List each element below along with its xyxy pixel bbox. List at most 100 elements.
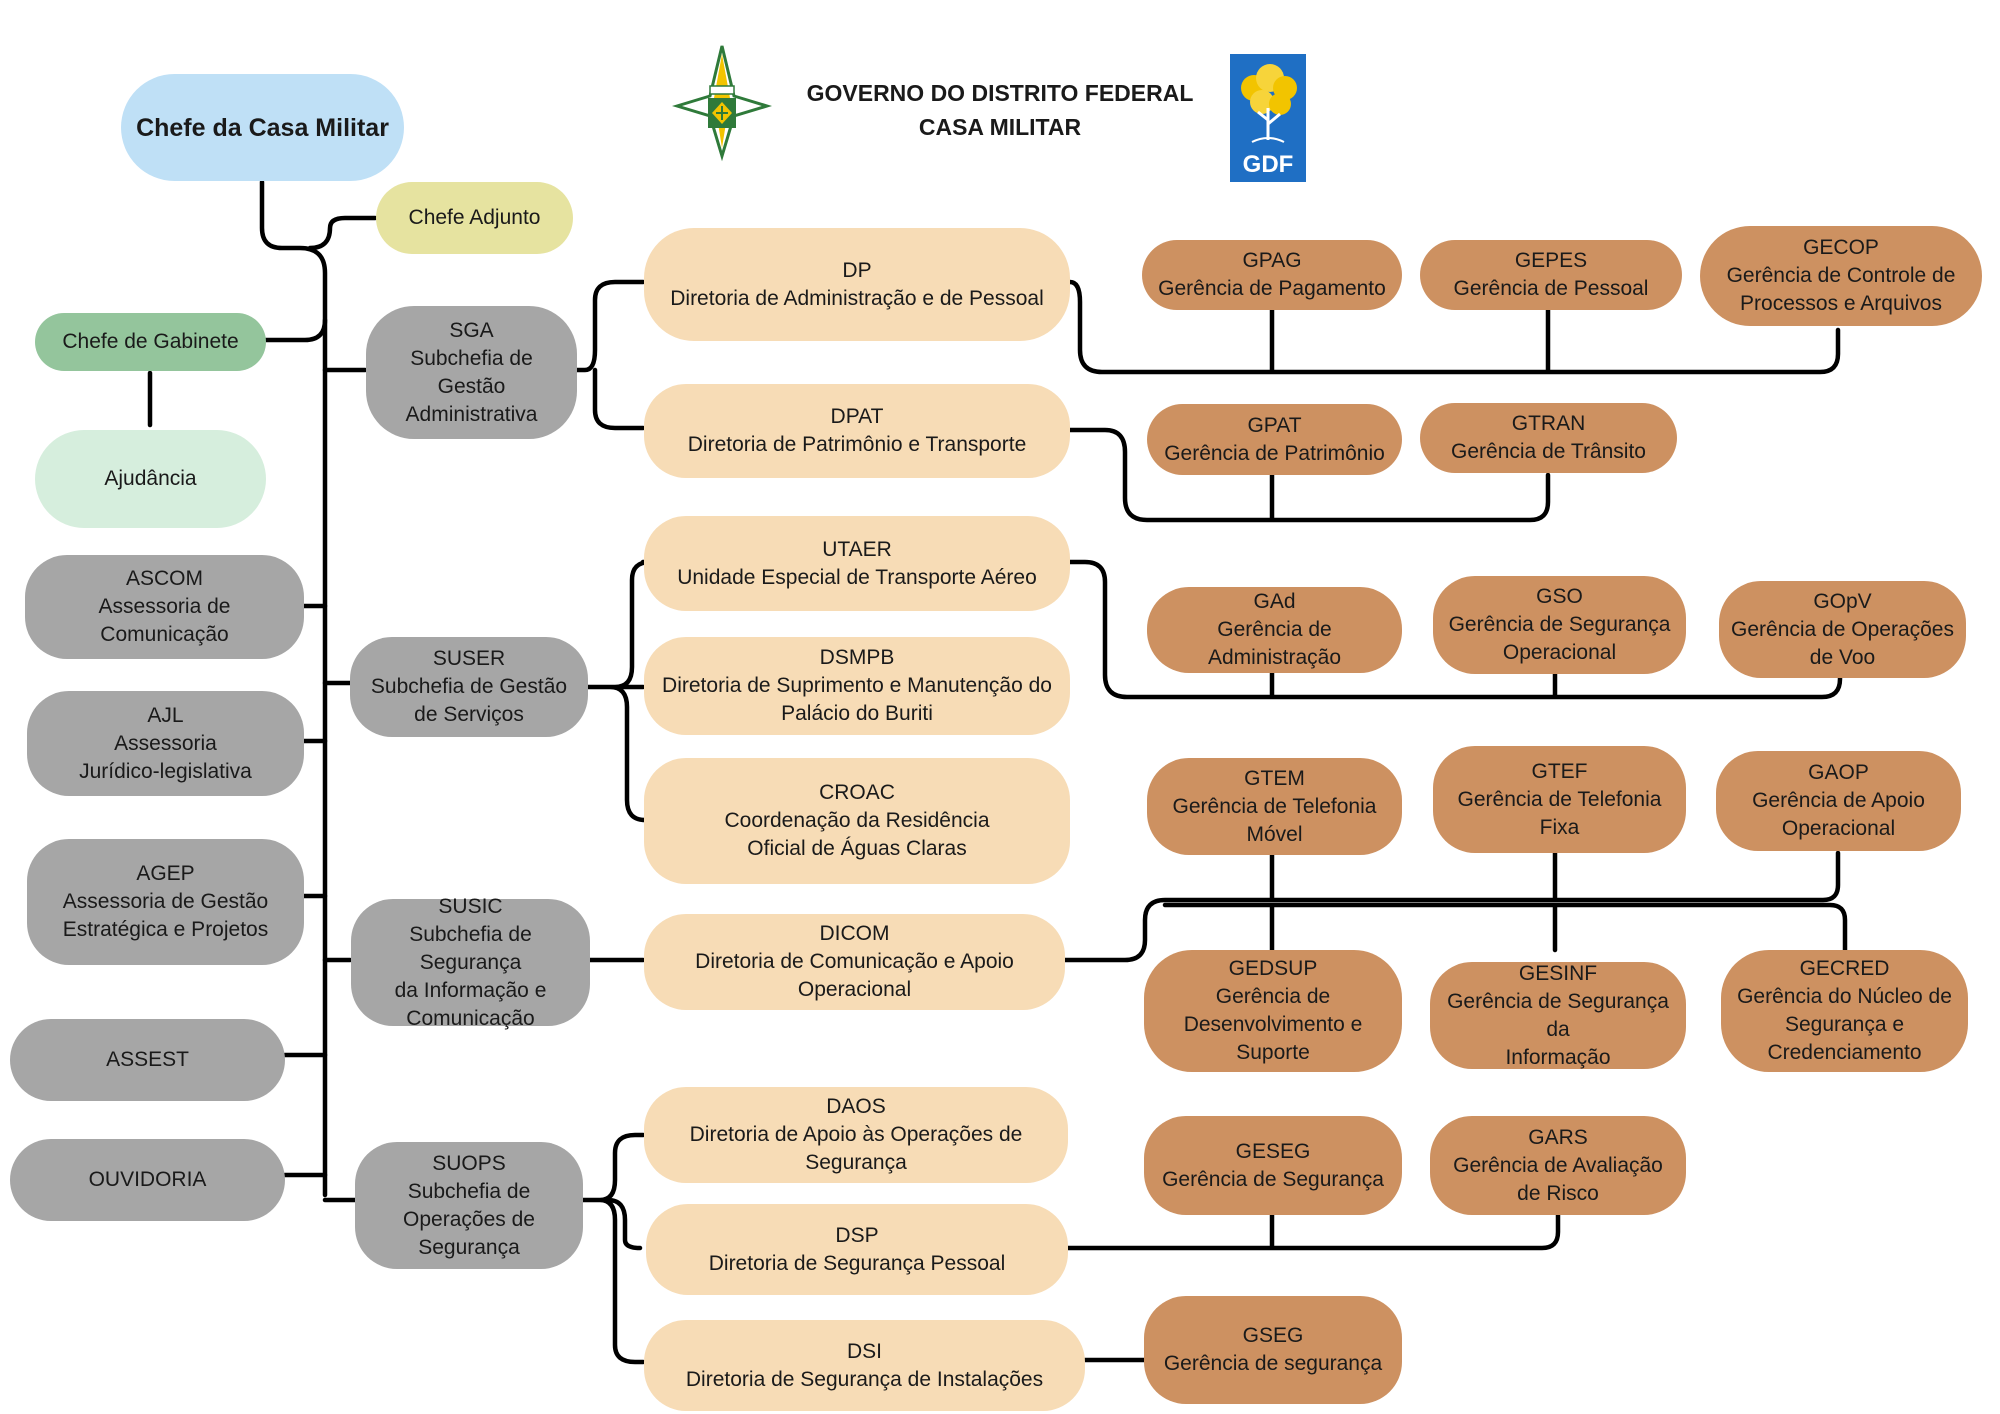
gedsup-name3: Suporte <box>1236 1041 1310 1064</box>
dsmpb: DSMPB Diretoria de Suprimento e Manutenç… <box>644 637 1070 735</box>
connector-utaer-gerencias <box>1067 559 1843 700</box>
header-line2: CASA MILITAR <box>918 114 1082 140</box>
ajudancia: Ajudância <box>35 430 266 528</box>
ajl-name1: Assessoria <box>114 731 217 755</box>
ascom-name: Assessoria de Comunicação <box>98 595 231 646</box>
ascom-code: ASCOM <box>125 567 203 590</box>
ajl: AJL Assessoria Jurídico-legislativa <box>27 691 304 796</box>
utaer: UTAER Unidade Especial de Transporte Aér… <box>644 516 1070 611</box>
gpat: GPAT Gerência de Patrimônio <box>1147 404 1402 475</box>
gseg: GSEG Gerência de segurança <box>1144 1296 1402 1404</box>
gars-name2: de Risco <box>1517 1181 1599 1205</box>
gtef: GTEF Gerência de Telefonia Fixa <box>1433 746 1686 853</box>
connector-dicom-gerencias <box>1062 850 1848 963</box>
chefe-casa-militar-title: Chefe da Casa Militar <box>136 113 389 142</box>
header-line1: GOVERNO DO DISTRITO FEDERAL <box>806 80 1194 106</box>
connector-adjunto <box>307 215 378 251</box>
connector-chief-trunk <box>259 179 328 1198</box>
assest: ASSEST <box>10 1019 285 1101</box>
gaop: GAOP Gerência de Apoio Operacional <box>1716 751 1961 851</box>
dsp: DSP Diretoria de Segurança Pessoal <box>646 1204 1068 1295</box>
gso-name2: Operacional <box>1502 641 1617 664</box>
suser-code: SUSER <box>432 647 506 670</box>
sga-code: SGA <box>449 318 494 342</box>
ascom: ASCOM Assessoria de Comunicação <box>25 555 304 659</box>
gdf-logo-text: GDF <box>1243 151 1294 178</box>
daos: DAOS Diretoria de Apoio às Operações de … <box>644 1087 1068 1183</box>
gecred-name3: Credenciamento <box>1767 1041 1922 1064</box>
dicom: DICOM Diretoria de Comunicação e Apoio O… <box>644 914 1065 1010</box>
dicom-name2: Operacional <box>797 978 912 1001</box>
ouvidoria: OUVIDORIA <box>10 1139 285 1221</box>
gad: GAd Gerência de Administração <box>1147 587 1402 673</box>
gaop-name2: Operacional <box>1781 817 1896 840</box>
ouvidoria-code: OUVIDORIA <box>88 1168 207 1191</box>
susic-name3: Comunicação <box>406 1006 535 1030</box>
gedsup-name1: Gerência de <box>1215 985 1331 1008</box>
gtem-code: GTEM <box>1244 766 1305 790</box>
dpat-name: Diretoria de Patrimônio e Transporte <box>687 433 1027 456</box>
daos-name2: Segurança <box>805 1151 907 1174</box>
gars: GARS Gerência de Avaliação de Risco <box>1430 1116 1686 1215</box>
gopv-name2: de Voo <box>1809 645 1876 669</box>
gecred-name1: Gerência do Núcleo de <box>1737 985 1952 1008</box>
croac-name1: Coordenação da Residência <box>724 809 990 832</box>
gdf-logo: GDF <box>1230 54 1306 182</box>
gecred-name2: Segurança e <box>1784 1013 1905 1036</box>
agep: AGEP Assessoria de Gestão Estratégica e … <box>27 839 304 965</box>
gepes: GEPES Gerência de Pessoal <box>1420 240 1682 310</box>
connector-dpat-gerencias <box>1067 427 1551 523</box>
assest-code: ASSEST <box>106 1048 189 1071</box>
dsi-code: DSI <box>846 1339 882 1363</box>
gpag: GPAG Gerência de Pagamento <box>1142 240 1402 310</box>
connector-gabinete <box>259 317 328 343</box>
gpag-code: GPAG <box>1242 249 1302 272</box>
susic: SUSIC Subchefia de Segurança da Informaç… <box>351 895 590 1030</box>
dp: DP Diretoria de Administração e de Pesso… <box>644 228 1070 341</box>
dsi: DSI Diretoria de Segurança de Instalaçõe… <box>644 1320 1085 1411</box>
gtem: GTEM Gerência de Telefonia Móvel <box>1147 758 1402 855</box>
dsmpb-name1: Diretoria de Suprimento e Manutenção do <box>662 674 1052 697</box>
susic-name1: Subchefia de Segurança <box>409 922 532 974</box>
gpag-name: Gerência de Pagamento <box>1158 277 1386 300</box>
gedsup-name2: Desenvolvimento e <box>1183 1013 1363 1036</box>
gesinf-code: GESINF <box>1518 961 1598 985</box>
gecop-name1: Gerência de Controle de <box>1726 264 1956 287</box>
sga: SGA Subchefia de Gestão Administrativa <box>366 306 577 439</box>
gseg-code: GSEG <box>1242 1324 1304 1347</box>
agep-name1: Assessoria de Gestão <box>62 890 269 913</box>
connector-suops-dirs <box>577 1132 646 1365</box>
utaer-name: Unidade Especial de Transporte Aéreo <box>677 565 1037 589</box>
gtran-code: GTRAN <box>1511 412 1586 435</box>
gtran: GTRAN Gerência de Trânsito <box>1420 403 1677 473</box>
sga-name1: Subchefia de Gestão <box>410 346 533 398</box>
dicom-name1: Diretoria de Comunicação e Apoio <box>695 950 1014 973</box>
gpat-name: Gerência de Patrimônio <box>1164 441 1385 465</box>
dp-name: Diretoria de Administração e de Pessoal <box>670 286 1044 310</box>
chefe-gabinete-title: Chefe de Gabinete <box>62 330 239 353</box>
sga-name2: Administrativa <box>405 402 538 426</box>
gseg-name: Gerência de segurança <box>1163 1352 1383 1375</box>
daos-code: DAOS <box>826 1095 886 1118</box>
gepes-name: Gerência de Pessoal <box>1453 277 1649 300</box>
geseg-name: Gerência de Segurança <box>1162 1167 1384 1191</box>
gecop-name2: Processos e Arquivos <box>1740 292 1942 315</box>
suops: SUOPS Subchefia de Operações de Seguranç… <box>355 1142 583 1269</box>
gad-code: GAd <box>1253 590 1296 613</box>
gecop-code: GECOP <box>1803 236 1879 259</box>
suops-name3: Segurança <box>418 1235 520 1259</box>
gepes-code: GEPES <box>1514 249 1588 272</box>
gpat-code: GPAT <box>1247 413 1302 437</box>
gopv: GOpV Gerência de Operações de Voo <box>1719 581 1966 678</box>
chefe-adjunto-title: Chefe Adjunto <box>408 206 541 229</box>
dp-code: DP <box>842 258 872 282</box>
dpat-code: DPAT <box>830 405 884 428</box>
gecred: GECRED Gerência do Núcleo de Segurança e… <box>1721 950 1968 1072</box>
gso: GSO Gerência de Segurança Operacional <box>1433 576 1686 674</box>
dicom-code: DICOM <box>819 922 890 945</box>
brasao-df-logo <box>672 45 772 162</box>
dpat: DPAT Diretoria de Patrimônio e Transport… <box>644 384 1070 478</box>
chefe-gabinete: Chefe de Gabinete <box>35 313 266 371</box>
gars-code: GARS <box>1528 1125 1588 1149</box>
